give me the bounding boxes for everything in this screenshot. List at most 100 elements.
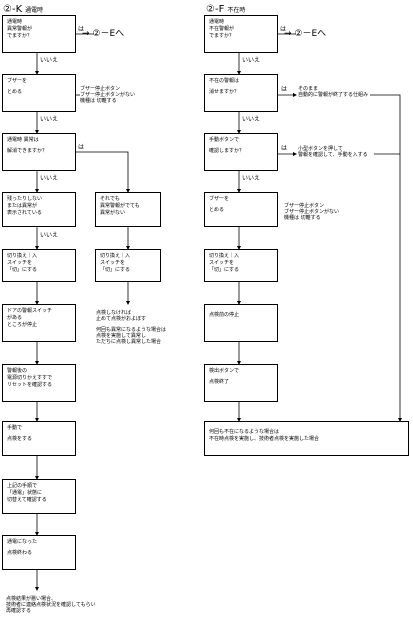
box-k9-line: 上記の手順で xyxy=(7,483,38,489)
right-heading-subtitle: 不在時 xyxy=(227,7,246,14)
box-k1: 通電時 異常警報が でますか？ xyxy=(2,15,76,53)
box-k8-line: 点検をする xyxy=(7,436,33,442)
arrowhead-f5-f6 xyxy=(237,301,241,305)
arrowhead-k3-k4r xyxy=(126,189,130,193)
arrowhead-k8-k9 xyxy=(35,476,39,480)
note-f3: 小型ボタンを押して 警報を確認して、手動を入する xyxy=(298,146,368,158)
note-k10: 点検結果が悪い場合、 技術者に連絡点検状況を確認してもらい 再確認する xyxy=(6,596,96,614)
note-f2-line: 自動的に警報が終了する仕組み xyxy=(298,92,369,98)
box-f7-line: 検出ボタンで xyxy=(209,368,240,374)
arrowhead-f1-f2 xyxy=(237,71,241,75)
box-k6-line: ところが停止 xyxy=(7,322,38,328)
note-f4-line: 機種は 切離する xyxy=(284,215,321,221)
arrowhead-k4r-k5r xyxy=(126,246,130,250)
box-k5-line: 「切」にする xyxy=(7,267,38,273)
arrowhead-k5r-note xyxy=(126,301,130,305)
box-f1-line: 不在警報が xyxy=(209,26,235,32)
box-k10-line: 点検終わる xyxy=(7,550,33,556)
box-k2-line: ブザーを xyxy=(7,78,28,84)
box-k7-line: 警報後の xyxy=(7,368,28,374)
box-f3-line: 確認しますか？ xyxy=(209,148,245,154)
goto-k1-e: → ②－Eへ xyxy=(82,29,125,39)
box-k9: 上記の手順で 「通電」状態に 切替えて確認する xyxy=(2,479,76,514)
label-f2-yes: は xyxy=(281,86,288,93)
box-f5-line: 切り換え｜入 xyxy=(209,253,240,259)
box-k4-line: 残ったりしない xyxy=(7,196,43,202)
box-k5: 切り換え｜入 スイッチを 「切」にする xyxy=(2,249,76,282)
goto-f1-e: → ②－Eへ xyxy=(284,29,327,39)
note-k2: ブザー停止ボタン ブザー停止ボタンがない 機種は 切離する xyxy=(80,86,135,104)
arrowhead-k1-k2 xyxy=(35,71,39,75)
right-heading-number: ②-F xyxy=(206,4,225,15)
box-f6-line: 点検前の停止 xyxy=(209,312,240,318)
arrowhead-f3-f4 xyxy=(237,189,241,193)
box-k4r-line: それでも xyxy=(100,196,120,202)
box-f2: 不在の警報は 消せますか？ xyxy=(204,74,278,112)
box-f7: 検出ボタンで 点検終了 xyxy=(204,364,278,402)
box-f3: 手動ボタンで 確認しますか？ xyxy=(204,133,278,171)
box-f8-line: 不在時点検を実施し、技術者点検を実施した場合 xyxy=(209,436,320,442)
arrowhead-k2-k3 xyxy=(35,130,39,134)
box-k3: 通電時 異常は 解消できますか？ xyxy=(2,133,76,171)
left-heading-subtitle: 通電時 xyxy=(25,7,44,14)
arrow-f2-right-down xyxy=(370,94,401,421)
arrowhead-f3-note xyxy=(293,152,297,156)
box-k5r: 切り換え｜入 スイッチを 「切」にする xyxy=(95,249,161,282)
note-k10-line: 技術者に連絡点検状況を確認してもらい xyxy=(6,602,96,608)
box-k9-line: 「通電」状態に xyxy=(7,490,43,496)
box-k3-line: 通電時 異常は xyxy=(7,137,39,143)
note-f4: ブザー停止ボタン ブザー停止ボタンがない 機種は 切離する xyxy=(284,203,339,221)
left-heading-number: ②-K xyxy=(3,4,23,15)
note-k2-line: ブザー停止ボタンがない xyxy=(80,92,136,98)
box-k2: ブザーを とめる xyxy=(2,74,76,112)
box-k8-line: 手動で xyxy=(7,425,23,431)
box-f3-line: 手動ボタンで xyxy=(209,137,240,143)
box-f4: ブザーを とめる xyxy=(204,192,278,227)
label-f3-no: いいえ xyxy=(242,175,261,182)
label-k4-no: いいえ xyxy=(40,232,59,239)
box-k5r-line: 「切」にする xyxy=(100,267,131,273)
note-k5r-line: 点検しなければ xyxy=(96,310,132,316)
arrowhead-k10-end xyxy=(35,587,39,591)
note-f2: そのまま 自動的に警報が終了する仕組み xyxy=(298,86,368,98)
note-f3-line: 小型ボタンを押して xyxy=(298,146,343,152)
arrowhead-k3-k4 xyxy=(35,189,39,193)
box-f5-line: スイッチを xyxy=(209,260,235,266)
label-k2-no: いいえ xyxy=(40,116,59,123)
box-k8: 手動で 点検をする xyxy=(2,421,76,456)
note-k5r-line: 何回も異常になるような場合は xyxy=(96,327,167,333)
arrow-k3-k4r xyxy=(76,151,129,192)
arrowhead-f2-f3 xyxy=(237,130,241,134)
box-k5r-line: スイッチを xyxy=(100,260,126,266)
note-k5r: 点検しなければ 止めて点検がおよぼす 何回も異常になるような場合は 点検を実施し… xyxy=(96,310,166,345)
box-k6: ドアの警報スイッチ がある ところが停止 xyxy=(2,304,76,342)
arrowhead-k9-k10 xyxy=(35,532,39,536)
box-f6: 点検前の停止 xyxy=(204,304,278,342)
box-k10: 通電になった 点検終わる xyxy=(2,535,76,570)
box-k5-line: 切り換え｜入 xyxy=(7,253,38,259)
note-f3-line: 警報を確認して、手動を入する xyxy=(298,152,368,158)
box-f2-line: 消せますか？ xyxy=(209,89,240,95)
box-k1-line: 異常警報が xyxy=(7,26,33,32)
box-k4-line: 表示されている xyxy=(7,210,42,216)
box-k6-line: がある xyxy=(7,315,23,321)
box-f4-line: とめる xyxy=(209,207,225,213)
arrowhead-right-down xyxy=(398,418,402,422)
box-f5: 切り換え｜入 スイッチを 「切」にする xyxy=(204,249,278,282)
box-k7: 警報後の 電源切りかえすすで リセットを確認する xyxy=(2,364,76,402)
label-k3-yes: は xyxy=(78,144,85,151)
box-k4r-line: 異常がない xyxy=(100,210,126,216)
box-f1: 通電時 不在警報が でますか？ xyxy=(204,15,278,53)
arrowhead-f4-f5 xyxy=(237,246,241,250)
box-k9-line: 切替えて確認する xyxy=(7,497,47,503)
arrowhead-f2-note xyxy=(293,93,297,97)
box-k4-line: または異常が xyxy=(7,203,38,209)
box-f7-line: 点検終了 xyxy=(209,379,230,385)
note-k5r-line: 点検を実施して異常し xyxy=(96,333,146,339)
note-k10-line: 再確認する xyxy=(6,608,32,614)
box-k4r-line: 異常警報がでても xyxy=(100,203,140,209)
note-k5r-line: 止めて点検がおよぼす xyxy=(96,316,147,322)
